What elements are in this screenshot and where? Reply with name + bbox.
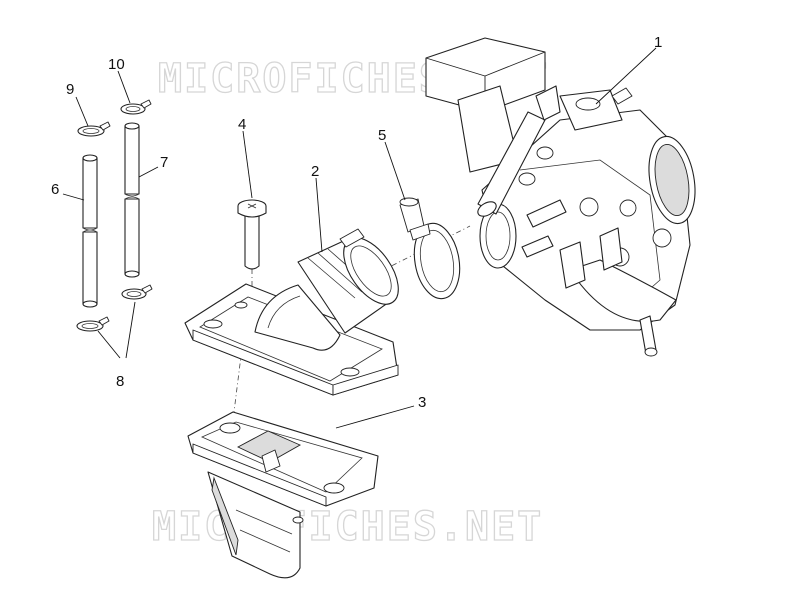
leader-8b: [125, 301, 136, 359]
leader-9: [75, 96, 89, 127]
callout-7: 7: [160, 154, 168, 171]
callout-9: 9: [66, 81, 74, 98]
callout-10: 10: [108, 56, 125, 73]
callout-6: 6: [51, 181, 59, 198]
part-9-clip: [77, 121, 111, 137]
leader-1: [595, 47, 657, 105]
part-4-screw: [237, 199, 267, 270]
leader-2: [315, 177, 323, 253]
part-2-intake-manifold: [184, 228, 399, 396]
part-8-clip-lower: [76, 316, 110, 332]
callout-5: 5: [378, 127, 386, 144]
part-5-clamp: [399, 197, 461, 300]
callout-4: 4: [238, 116, 246, 133]
part-8-clip-upper: [121, 284, 153, 300]
callout-2: 2: [311, 163, 319, 180]
part-3-reed-valve: [187, 411, 379, 579]
leader-8a: [97, 330, 121, 359]
leader-lines: [62, 47, 657, 429]
callout-8: 8: [116, 373, 124, 390]
callout-1: 1: [654, 34, 662, 51]
part-1-carburetor: [425, 37, 696, 357]
part-10-clip: [120, 99, 152, 115]
watermark-bottom: MICROFICHES.NET: [152, 504, 543, 550]
leader-4: [242, 130, 253, 199]
leader-3: [335, 405, 415, 429]
callout-3: 3: [418, 394, 426, 411]
leader-6: [62, 193, 85, 201]
part-6-hose: [82, 154, 98, 308]
leader-7: [138, 166, 159, 178]
part-7-hose: [124, 122, 140, 278]
leader-5: [384, 141, 406, 201]
leader-10: [117, 70, 131, 104]
